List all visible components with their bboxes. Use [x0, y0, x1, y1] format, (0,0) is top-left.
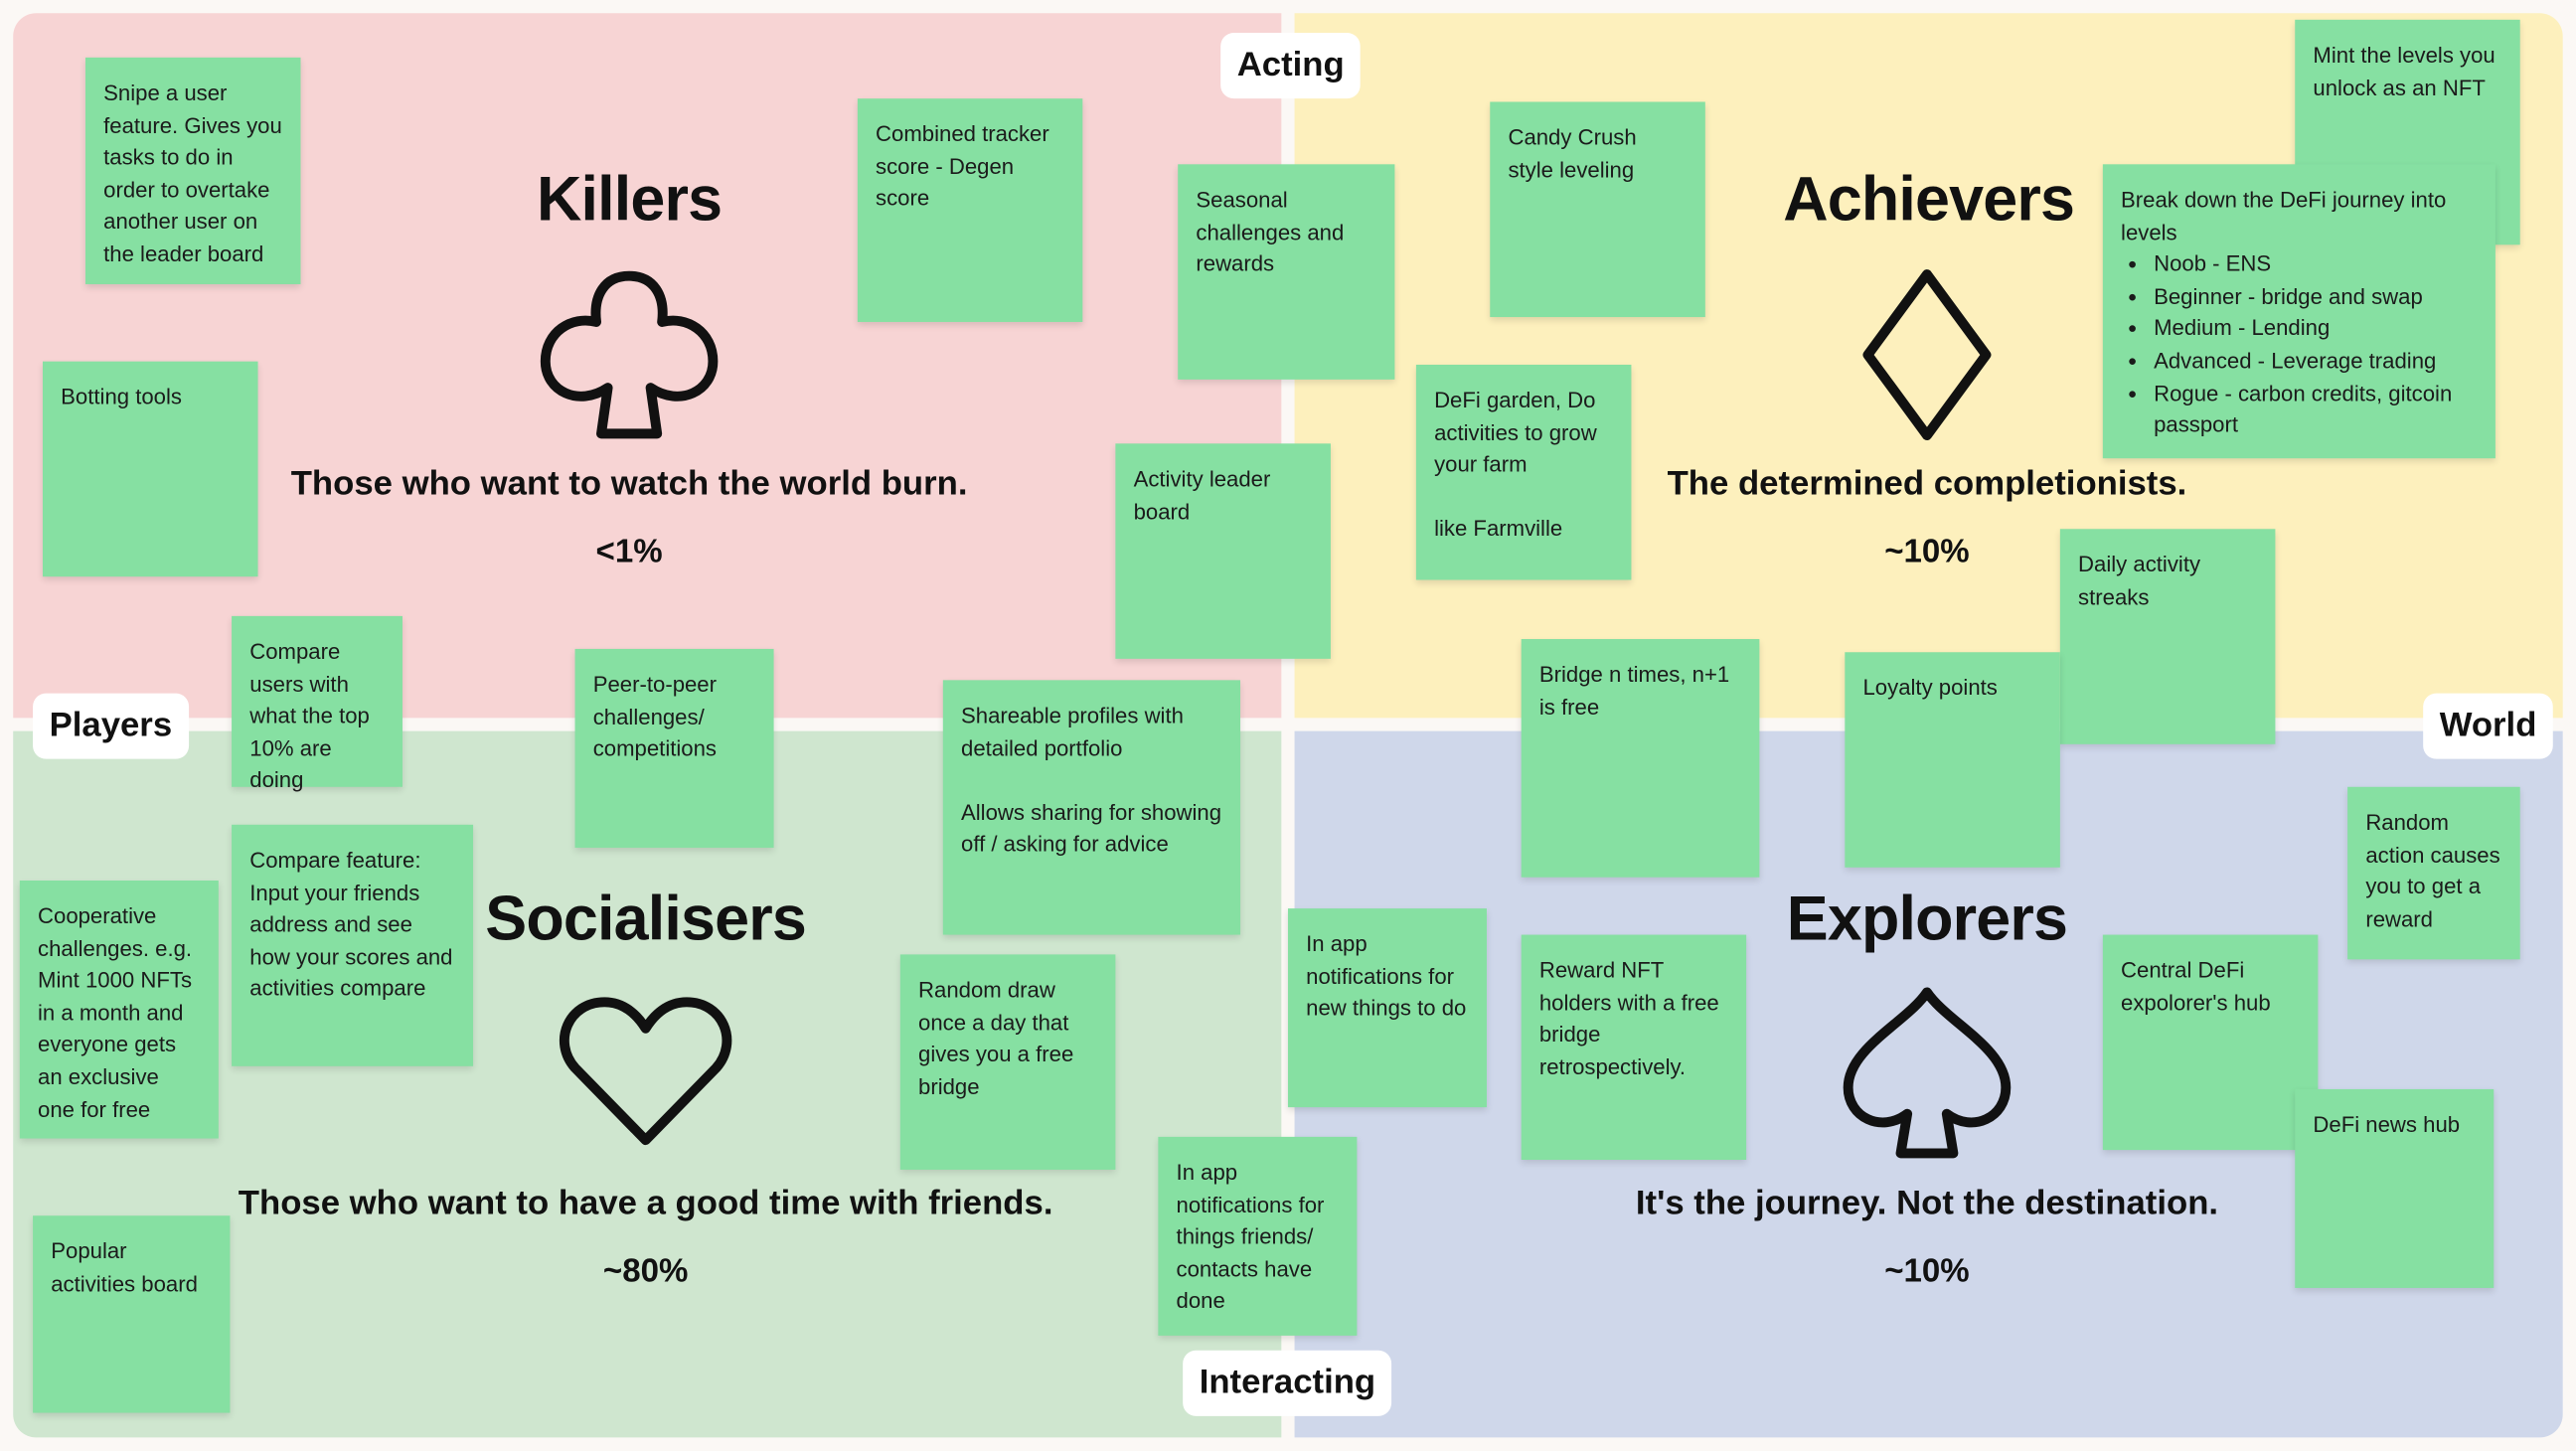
sticky-note[interactable]: Compare feature: Input your friends addr… [232, 824, 474, 1066]
diamond-icon [1862, 269, 1992, 441]
sticky-note[interactable]: Loyalty points [1845, 652, 2060, 868]
achievers-title: Achievers [1783, 165, 2075, 236]
list-item: Advanced - Leverage trading [2154, 345, 2478, 377]
killers-title: Killers [536, 165, 723, 236]
explorers-percent: ~10% [1884, 1253, 1970, 1290]
socialisers-tagline: Those who want to have a good time with … [238, 1184, 1053, 1222]
list-item: Rogue - carbon credits, gitcoin passport [2154, 377, 2478, 441]
sticky-note[interactable]: Cooperative challenges. e.g. Mint 1000 N… [19, 881, 219, 1139]
axis-label-players: Players [33, 693, 189, 759]
sticky-note[interactable]: DeFi garden, Do activities to grow your … [1415, 364, 1632, 580]
sticky-note[interactable]: Popular activities board [33, 1215, 231, 1413]
sticky-note[interactable]: Activity leader board [1115, 443, 1331, 659]
sticky-note[interactable]: Combined tracker score - Degen score [857, 98, 1083, 322]
sticky-note[interactable]: Random action causes you to get a reward [2347, 786, 2520, 960]
list-item: Medium - Lending [2154, 313, 2478, 345]
sticky-note[interactable]: Shareable profiles with detailed portfol… [942, 680, 1241, 935]
axis-label-interacting: Interacting [1183, 1350, 1392, 1416]
sticky-note[interactable]: Reward NFT holders with a free bridge re… [1521, 934, 1747, 1161]
spade-icon [1843, 987, 2012, 1159]
explorers-title: Explorers [1786, 885, 2068, 955]
levels-list: Noob - ENS Beginner - bridge and swap Me… [2121, 248, 2478, 441]
axis-label-acting: Acting [1220, 33, 1362, 99]
sticky-note[interactable]: Snipe a user feature. Gives you tasks to… [84, 57, 301, 284]
sticky-note[interactable]: Central DeFi expolorer's hub [2102, 934, 2319, 1151]
axis-label-world: World [2423, 693, 2553, 759]
sticky-note[interactable]: Daily activity streaks [2059, 529, 2276, 744]
achievers-percent: ~10% [1884, 534, 1970, 570]
socialisers-percent: ~80% [602, 1253, 689, 1290]
achievers-tagline: The determined completionists. [1667, 464, 2187, 503]
sticky-note[interactable]: DeFi news hub [2295, 1088, 2495, 1288]
sticky-note[interactable]: Compare users with what the top 10% are … [232, 615, 402, 792]
sticky-intro: Break down the DeFi journey into levels [2121, 187, 2447, 244]
sticky-note[interactable]: Candy Crush style leveling [1490, 101, 1705, 318]
sticky-note[interactable]: Seasonal challenges and rewards [1178, 164, 1395, 380]
sticky-note[interactable]: Botting tools [42, 361, 258, 577]
explorers-tagline: It's the journey. Not the destination. [1635, 1184, 2219, 1222]
sticky-note[interactable]: Bridge n times, n+1 is free [1521, 639, 1760, 878]
sticky-note[interactable]: Peer-to-peer challenges/ competitions [574, 648, 774, 848]
list-item: Noob - ENS [2154, 248, 2478, 280]
killers-tagline: Those who want to watch the world burn. [290, 464, 968, 503]
sticky-note[interactable]: In app notifications for things friends/… [1158, 1136, 1358, 1336]
sticky-note-levels[interactable]: Break down the DeFi journey into levels … [2102, 164, 2496, 459]
killers-percent: <1% [595, 534, 663, 570]
club-icon [540, 270, 719, 439]
sticky-note[interactable]: In app notifications for new things to d… [1287, 908, 1487, 1108]
list-item: Beginner - bridge and swap [2154, 280, 2478, 312]
heart-icon [560, 997, 732, 1146]
socialisers-title: Socialisers [485, 885, 806, 955]
sticky-note[interactable]: Random draw once a day that gives you a … [899, 954, 1116, 1170]
